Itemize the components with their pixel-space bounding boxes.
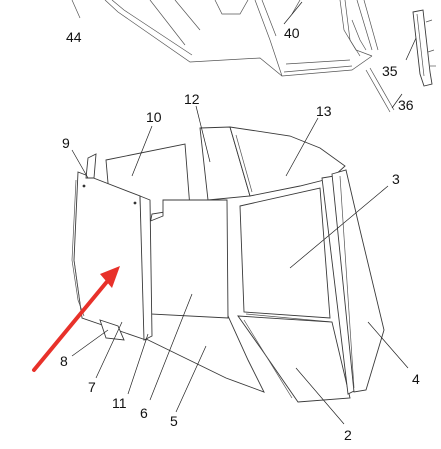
hinge-dot [82, 184, 86, 188]
callout-2: 2 [344, 427, 352, 443]
panel-9 [85, 153, 97, 179]
panel-2 [237, 315, 351, 403]
part-35-strip [365, 9, 436, 113]
callout-13: 13 [316, 103, 332, 119]
callout-11: 11 [112, 395, 127, 411]
callout-35: 35 [382, 63, 398, 79]
top-frame-assembly [71, 0, 379, 77]
hinge-dot [133, 201, 137, 205]
callout-7: 7 [88, 379, 96, 395]
panel-8 [99, 319, 125, 341]
panel-6 [147, 199, 229, 319]
callout-8: 8 [60, 353, 68, 369]
callout-9: 9 [62, 135, 70, 151]
callout-36: 36 [398, 97, 414, 113]
panel-3 [239, 187, 331, 319]
panel-11 [139, 195, 153, 341]
callout-44: 44 [66, 29, 82, 45]
callout-40: 40 [284, 25, 300, 41]
callout-6: 6 [140, 405, 148, 421]
panel-4 [331, 169, 385, 393]
callout-10: 10 [146, 109, 162, 125]
callout-12: 12 [184, 91, 200, 107]
panel-7 [73, 171, 147, 341]
callout-4: 4 [412, 371, 420, 387]
highlight-arrow [32, 266, 120, 372]
callout-5: 5 [170, 413, 178, 429]
callout-3: 3 [392, 171, 400, 187]
leader-lines [71, 1, 417, 425]
